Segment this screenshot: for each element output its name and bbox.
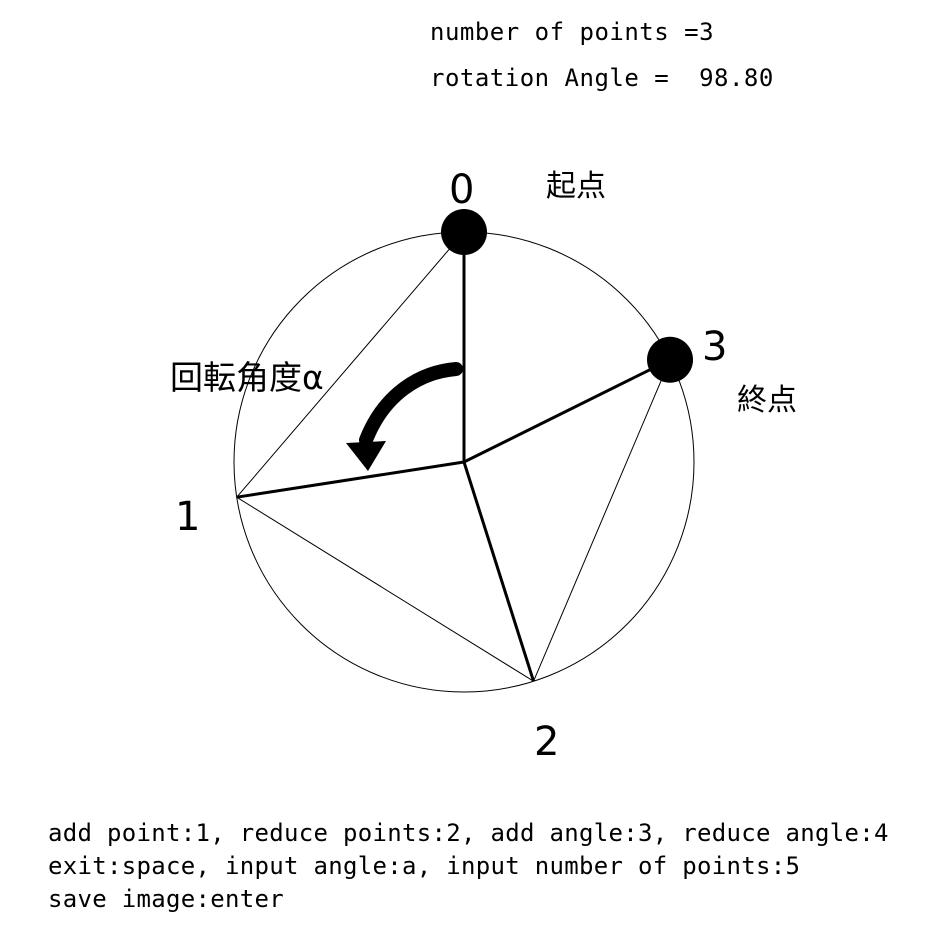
radius-line — [236, 460, 465, 499]
chord-line — [236, 496, 534, 682]
rotation-angle-label: 回転角度α — [170, 358, 324, 397]
point-label-0: 0 — [449, 167, 474, 213]
end-point-label: 終点 — [737, 383, 797, 418]
radius-lines — [236, 232, 671, 682]
point-markers — [441, 209, 694, 383]
start-point-label: 起点 — [546, 169, 606, 204]
radius-line — [462, 461, 535, 682]
number-of-points-readout: number of points =3 — [430, 18, 715, 46]
end-point-dot — [647, 336, 694, 383]
point-label-2: 2 — [534, 719, 559, 765]
point-label-1: 1 — [175, 494, 200, 540]
radius-line — [463, 358, 671, 464]
start-point-dot — [441, 209, 487, 255]
rotation-angle-readout: rotation Angle = 98.80 — [430, 64, 774, 92]
help-line-3: save image:enter — [48, 885, 284, 913]
chord-line — [533, 359, 671, 682]
chord-lines — [236, 231, 671, 682]
rotation-arrow-shaft — [359, 362, 463, 447]
point-label-3: 3 — [702, 324, 727, 370]
help-line-2: exit:space, input angle:a, input number … — [48, 852, 801, 880]
rotation-arrow-head — [346, 441, 386, 471]
chord-line — [236, 231, 465, 498]
help-line-1: add point:1, reduce points:2, add angle:… — [48, 819, 889, 847]
